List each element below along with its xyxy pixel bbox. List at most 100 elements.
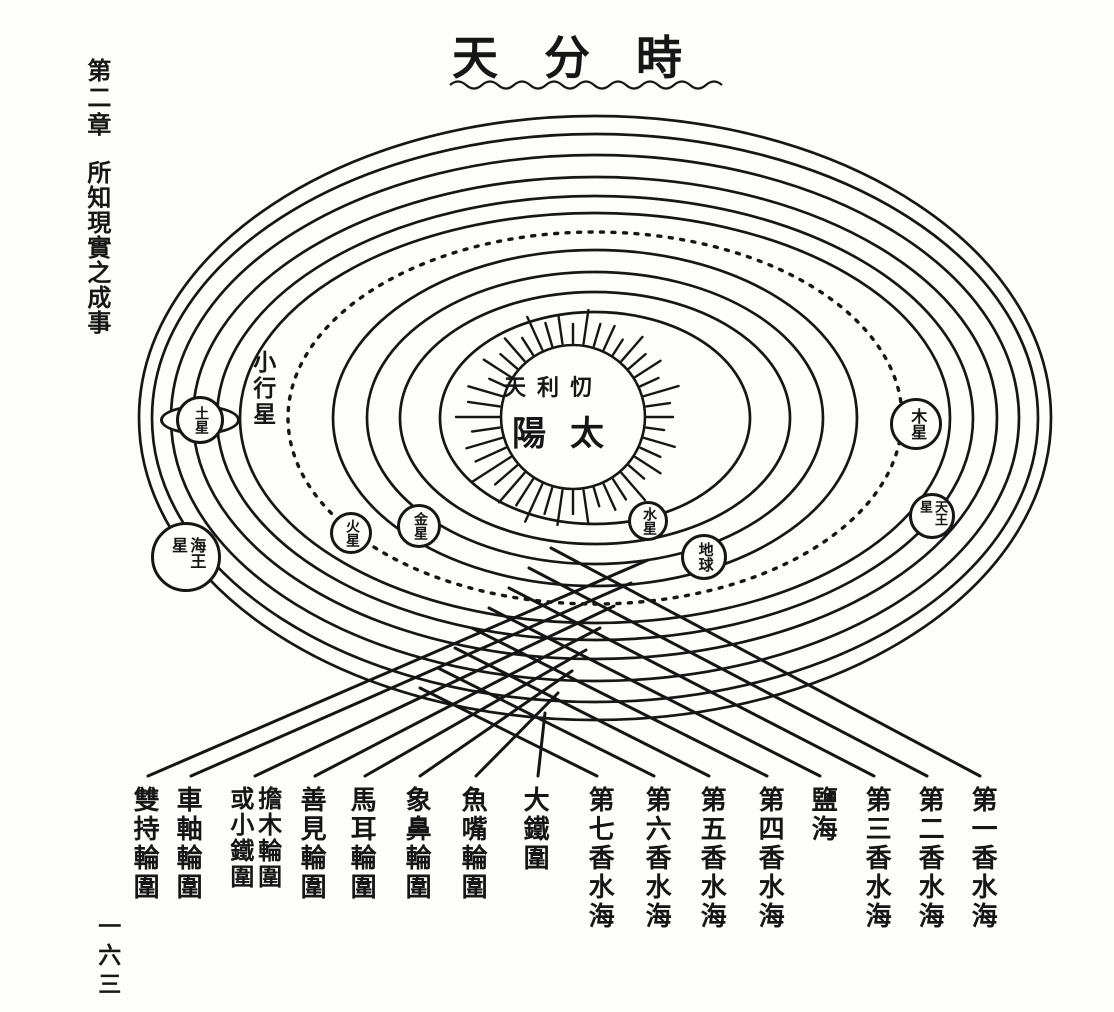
ring-label: 魚嘴輪圍	[458, 786, 488, 902]
margin-chapter-heading: 第二章	[82, 58, 109, 139]
sun-ray	[503, 337, 526, 363]
planet-earth: 地球	[681, 534, 727, 580]
page-title: 天分時	[452, 33, 728, 84]
leader-line	[507, 586, 876, 778]
sun-rays-icon	[454, 308, 680, 527]
planet-saturn: 土星	[176, 396, 224, 444]
page-number: 一六三	[94, 914, 120, 1001]
sun-ray	[592, 486, 601, 508]
ring-label: 第七香水海	[585, 786, 615, 931]
leader-line	[487, 606, 822, 778]
leader-line	[474, 691, 560, 778]
margin-section-heading: 所知現實之成事	[82, 160, 109, 335]
ring-label: 擔木輪圍或小鐵圍	[225, 786, 280, 890]
planet-venus: 金星	[397, 504, 441, 548]
sun-ray	[526, 315, 544, 351]
sun-ray	[639, 376, 660, 388]
sun-ray	[493, 464, 519, 486]
ring-label: 第三香水海	[862, 786, 892, 931]
sun-ray	[602, 483, 617, 511]
planet-label: 金星	[412, 512, 428, 540]
sun-ray	[582, 308, 590, 345]
leader-lines	[146, 546, 982, 778]
sun-ray	[467, 385, 504, 398]
planet-jupiter: 木星	[890, 398, 942, 450]
planet-uranus: 天王星	[909, 493, 955, 539]
planet-mercury: 水星	[628, 501, 668, 541]
sun-ray	[465, 436, 504, 450]
ring-label: 象鼻輪圍	[402, 786, 432, 902]
ring-label: 鹽海	[808, 786, 838, 844]
sun-ray	[524, 483, 544, 523]
planet-mars: 火星	[330, 512, 372, 554]
sun-ray	[602, 324, 616, 351]
planet-label: 水星	[641, 507, 657, 535]
sun-ray	[634, 359, 662, 379]
sun-ray	[611, 478, 628, 501]
sun-ray	[611, 338, 624, 356]
sun-label-heaven: 天利忉	[504, 375, 604, 400]
ring-ellipse	[438, 310, 752, 526]
ring-ellipse	[150, 132, 1040, 704]
sun-ray	[474, 446, 507, 463]
sun-ray	[620, 335, 644, 363]
ring-label: 第二香水海	[915, 786, 945, 931]
ring-ellipse	[331, 248, 859, 588]
sun-ray	[645, 426, 666, 432]
leader-line	[549, 546, 982, 778]
planet-neptune: 海王星	[151, 522, 221, 592]
planet-label: 木星	[908, 408, 926, 440]
ring-label: 善見輪圍	[297, 786, 327, 902]
leader-line	[418, 686, 599, 778]
sun-ray	[520, 336, 535, 356]
sun-ray	[466, 400, 501, 408]
ring-label: 大鐵圍	[520, 786, 550, 873]
ring-label: 第六香水海	[642, 786, 672, 931]
planet-label: 海王星	[169, 537, 205, 569]
ring-label: 馬耳輪圍	[347, 786, 377, 902]
sun-ray	[556, 489, 564, 527]
sun-label-sun: 陽太	[512, 416, 628, 453]
ring-label: 第五香水海	[697, 786, 727, 931]
leader-line	[527, 566, 929, 778]
ring-label: 雙持輪圍	[130, 786, 160, 902]
leader-line	[536, 711, 547, 778]
title-wavy-underline	[449, 80, 723, 90]
ring-ellipse	[365, 270, 825, 566]
sun-ray	[627, 352, 647, 370]
sun-ray	[634, 455, 662, 475]
asteroid-belt-label: 小行星	[249, 350, 275, 428]
sun-ray	[471, 455, 512, 483]
ring-ellipse	[238, 211, 952, 625]
sun-ray	[488, 377, 507, 388]
sun-ray	[499, 352, 519, 370]
sun-disc	[499, 343, 647, 491]
sun-ray	[557, 314, 564, 345]
sun-ray	[544, 321, 554, 348]
ring-label: 第四香水海	[755, 786, 785, 931]
leader-line	[146, 558, 650, 778]
sun-ray	[627, 464, 646, 480]
sun-ray	[543, 486, 554, 516]
sun-ray	[642, 436, 676, 449]
sun-ray	[592, 322, 602, 348]
sun-ray	[470, 426, 501, 433]
leader-line	[313, 626, 602, 778]
ring-ellipse	[398, 290, 792, 546]
sun-ray	[620, 471, 647, 502]
ring-label: 第一香水海	[968, 786, 998, 931]
leader-line	[253, 604, 616, 778]
planet-label: 地球	[696, 542, 713, 572]
planet-label: 天王星	[918, 499, 948, 526]
sun-ray	[582, 489, 590, 526]
leader-line	[363, 648, 588, 778]
leader-line	[418, 669, 574, 778]
sun-ray	[642, 384, 680, 398]
ring-label: 車軸輪圍	[173, 786, 203, 902]
sun-ray	[497, 471, 526, 504]
leader-line	[470, 626, 769, 778]
sun-ray	[482, 358, 512, 379]
leader-line	[189, 581, 633, 778]
sun-ray	[515, 478, 535, 507]
